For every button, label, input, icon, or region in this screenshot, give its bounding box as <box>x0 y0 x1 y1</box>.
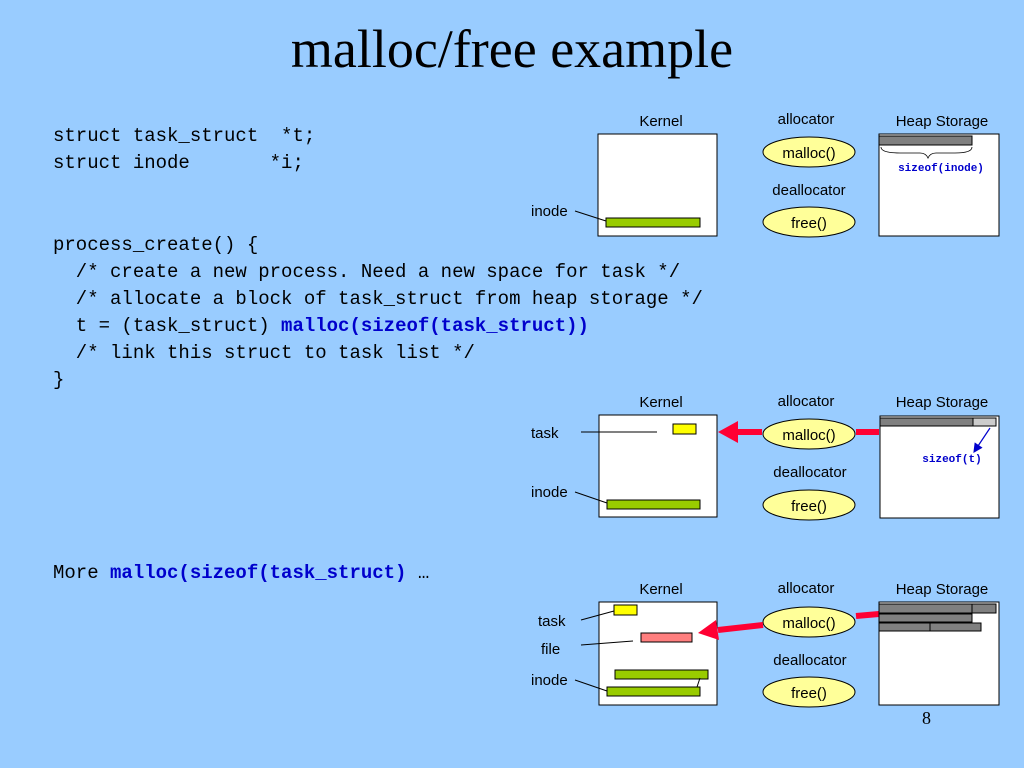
code-line: } <box>53 369 65 391</box>
kernel-label: Kernel <box>639 581 682 598</box>
heap-storage-label: Heap Storage <box>896 581 989 598</box>
task-label: task <box>531 425 559 442</box>
heap-used-block <box>878 135 973 146</box>
code-line: struct task_struct *t; <box>53 125 316 147</box>
heap-new-block <box>972 417 997 427</box>
malloc-call-highlight: malloc(sizeof(task_struct) <box>110 562 407 584</box>
code-line: /* link this struct to task list */ <box>53 342 475 364</box>
malloc-label: malloc() <box>782 427 835 444</box>
inode-label: inode <box>531 484 568 501</box>
inode-label: inode <box>531 203 568 220</box>
allocator-label: allocator <box>778 111 835 128</box>
task-pointer-line <box>580 610 615 621</box>
inode-pointer-line <box>574 491 608 504</box>
code-line: /* create a new process. Need a new spac… <box>53 261 681 283</box>
arrow-head-icon <box>718 421 738 443</box>
inode-pointer-line <box>574 679 608 692</box>
code-line: t = (task_struct) malloc(sizeof(task_str… <box>53 313 703 340</box>
file-pointer-line <box>580 640 634 646</box>
heap-box <box>879 415 1000 519</box>
task-label: task <box>538 613 566 630</box>
heap-to-malloc-arrow <box>855 611 880 619</box>
free-oval <box>762 489 856 521</box>
allocator-label: allocator <box>778 580 835 597</box>
malloc-label: malloc() <box>782 145 835 162</box>
deallocator-label: deallocator <box>773 652 846 669</box>
arrow-head-icon <box>698 620 719 640</box>
heap-used-block <box>878 603 973 614</box>
inode-label: inode <box>531 672 568 689</box>
kernel-label: Kernel <box>639 113 682 130</box>
malloc-oval <box>762 136 856 168</box>
free-oval <box>762 676 856 708</box>
code-more-malloc: More malloc(sizeof(task_struct) … <box>53 560 429 587</box>
code-process-create: process_create() { /* create a new proce… <box>53 232 703 394</box>
inode-block <box>606 499 701 510</box>
diagram-after-malloc: Kernel task inode allocator malloc() dea… <box>531 393 1000 521</box>
task-block <box>613 604 638 616</box>
deallocator-label: deallocator <box>772 182 845 199</box>
heap-storage-label: Heap Storage <box>896 113 989 130</box>
allocator-label: allocator <box>778 393 835 410</box>
inode-block <box>606 686 701 697</box>
annotation-pointer <box>973 427 991 453</box>
kernel-label: Kernel <box>639 394 682 411</box>
inode-block <box>614 669 709 680</box>
heap-used-block <box>878 622 931 632</box>
malloc-to-kernel-arrow <box>717 622 764 633</box>
inode-block <box>605 217 701 228</box>
malloc-call-highlight: malloc(sizeof(task_struct)) <box>281 315 589 337</box>
inode-pointer-line <box>574 210 607 222</box>
file-label: file <box>541 641 560 658</box>
code-line: process_create() { <box>53 234 259 256</box>
code-declarations: struct task_struct *t; struct inode *i; <box>53 123 315 177</box>
code-text: More <box>53 562 111 584</box>
file-block <box>640 632 693 643</box>
malloc-oval <box>762 606 856 638</box>
heap-annotation: sizeof(t) <box>922 454 981 466</box>
heap-brace <box>880 146 973 160</box>
heap-storage-label: Heap Storage <box>896 394 989 411</box>
slide-title: malloc/free example <box>290 19 734 79</box>
heap-box <box>878 133 1000 237</box>
malloc-label: malloc() <box>782 615 835 632</box>
code-line: /* allocate a block of task_struct from … <box>53 288 703 310</box>
diagram-initial-state: Kernel inode allocator malloc() dealloca… <box>531 111 1000 238</box>
heap-used-block <box>971 603 997 614</box>
heap-annotation: sizeof(inode) <box>898 163 984 175</box>
code-line: struct inode *i; <box>53 152 304 174</box>
heap-used-block <box>929 622 982 632</box>
code-text: … <box>406 562 430 584</box>
diagram-more-mallocs: Kernel task file inode allocator malloc(… <box>531 580 1000 708</box>
task-block <box>672 423 697 435</box>
code-text: t = (task_struct) <box>53 315 282 337</box>
free-label: free() <box>791 215 827 232</box>
heap-used-block <box>878 613 973 623</box>
inode-link-line <box>696 677 701 688</box>
malloc-oval <box>762 418 856 450</box>
deallocator-label: deallocator <box>773 464 846 481</box>
heap-used-block <box>879 417 974 427</box>
free-label: free() <box>791 498 827 515</box>
free-label: free() <box>791 685 827 702</box>
page-number: 8 <box>922 708 931 728</box>
free-oval <box>762 206 856 238</box>
